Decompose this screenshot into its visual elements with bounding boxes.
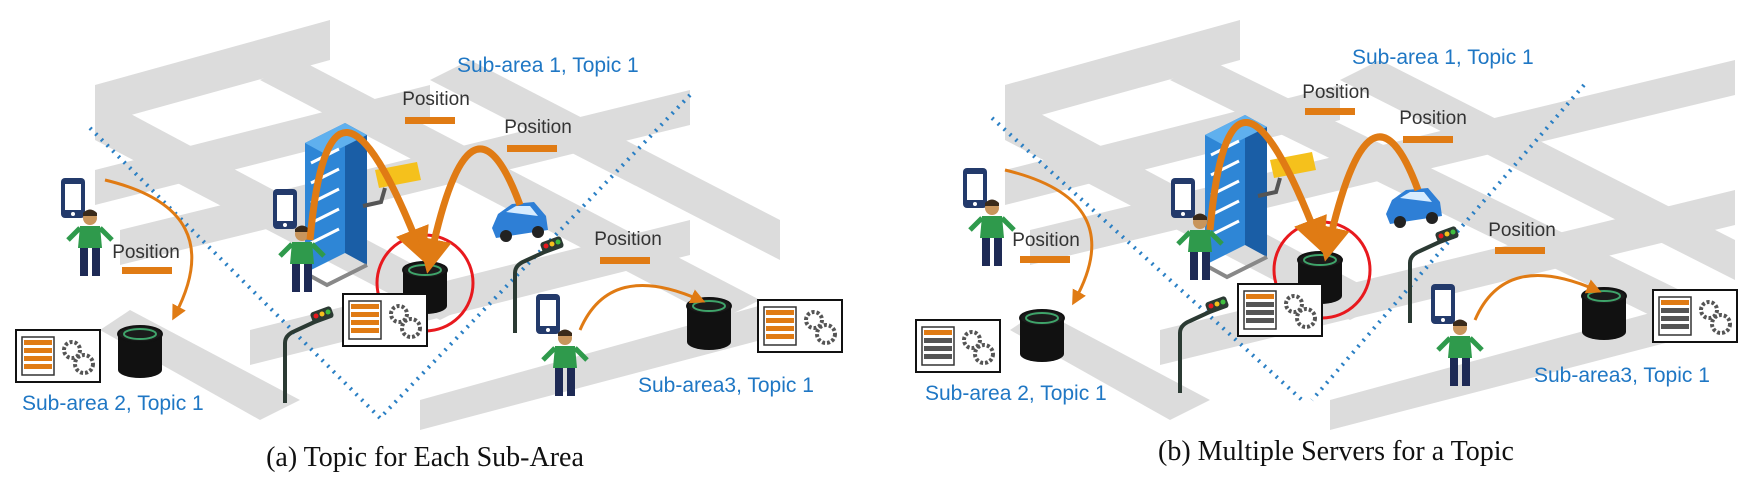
position-label: Position xyxy=(112,242,180,263)
topic-server-icon xyxy=(14,328,102,384)
position-bar xyxy=(1020,256,1070,263)
position-label: Position xyxy=(504,117,572,138)
database-icon xyxy=(1019,309,1065,363)
position-bar xyxy=(122,267,172,274)
database-icon xyxy=(1581,287,1627,341)
position-label: Position xyxy=(1012,230,1080,251)
topic-server-icon xyxy=(1236,282,1324,338)
publish-arrows xyxy=(1004,119,1602,321)
position-bar xyxy=(600,257,650,264)
database-icon xyxy=(686,297,732,351)
topic-server-icon xyxy=(341,292,429,348)
smartphone-icon xyxy=(61,178,85,218)
smartphone-icon xyxy=(963,168,987,208)
position-label: Position xyxy=(402,89,470,110)
caption-a: (a) Topic for Each Sub-Area xyxy=(266,442,584,473)
publish-arrows xyxy=(104,129,706,331)
position-label: Position xyxy=(1488,220,1556,241)
person-icon xyxy=(68,210,112,277)
position-bar xyxy=(507,145,557,152)
caption-b: (b) Multiple Servers for a Topic xyxy=(1158,436,1514,467)
person-icon xyxy=(970,200,1014,267)
subarea-3-label: Sub-area3, Topic 1 xyxy=(638,374,814,397)
position-label: Position xyxy=(594,229,662,250)
subarea-divider-right xyxy=(1310,83,1586,402)
panel-a: Position Position Position Position Sub-… xyxy=(14,20,844,473)
subarea-2-label: Sub-area 2, Topic 1 xyxy=(22,392,204,415)
panel-b: Position Position Position Position Sub-… xyxy=(914,20,1739,467)
smartphone-icon xyxy=(1171,178,1195,218)
position-bar xyxy=(1305,108,1355,115)
subarea-1-label: Sub-area 1, Topic 1 xyxy=(457,54,639,77)
subarea-2-label: Sub-area 2, Topic 1 xyxy=(925,382,1107,405)
position-label: Position xyxy=(1399,108,1467,129)
position-bar xyxy=(1403,136,1453,143)
subarea-3-label: Sub-area3, Topic 1 xyxy=(1534,364,1710,387)
topic-server-icon xyxy=(756,298,844,354)
smartphone-icon xyxy=(1431,284,1455,324)
subarea-1-label: Sub-area 1, Topic 1 xyxy=(1352,46,1534,69)
position-label: Position xyxy=(1302,82,1370,103)
position-bar xyxy=(1495,247,1545,254)
subarea-divider-left xyxy=(990,116,1304,402)
position-bar xyxy=(405,117,455,124)
topic-server-icon xyxy=(1651,288,1739,344)
smartphone-icon xyxy=(273,189,297,229)
database-icon xyxy=(117,325,163,379)
topic-server-icon xyxy=(914,318,1002,374)
smartphone-icon xyxy=(536,294,560,334)
